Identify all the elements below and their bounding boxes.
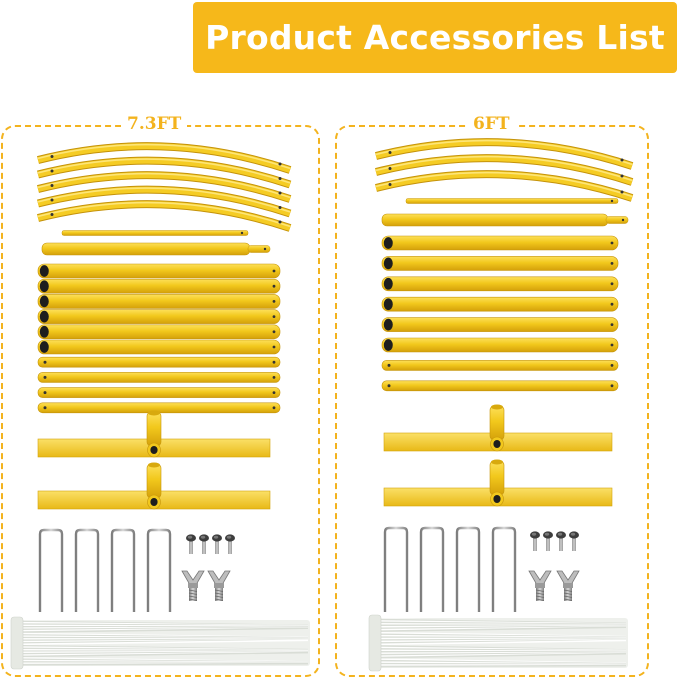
ground-stake-1-0 bbox=[383, 526, 409, 612]
straight-pole-1-6 bbox=[381, 360, 619, 371]
ground-stake-0-0 bbox=[38, 528, 64, 612]
bolt-1-1 bbox=[543, 531, 553, 551]
ground-stake-0-1 bbox=[74, 528, 100, 612]
straight-pole-0-6 bbox=[37, 356, 281, 368]
wing-nut-0-0 bbox=[181, 570, 205, 601]
banner-title: Product Accessories List bbox=[205, 18, 665, 57]
arc-pole-0-1 bbox=[37, 156, 292, 189]
title-banner: Product Accessories List bbox=[193, 2, 677, 73]
straight-pole-1-0 bbox=[381, 235, 619, 251]
arc-pole-0-3 bbox=[37, 185, 292, 218]
straight-pole-0-1 bbox=[37, 278, 281, 294]
zip-ties-1 bbox=[368, 613, 628, 672]
straight-pole-0-7 bbox=[37, 372, 281, 383]
panel-label-6ft: 6FT bbox=[467, 114, 516, 134]
stepped-pole-0 bbox=[41, 242, 271, 256]
bolt-0-1 bbox=[199, 534, 209, 554]
wing-nut-1-0 bbox=[528, 570, 552, 601]
wing-nut-1-1 bbox=[556, 570, 580, 601]
straight-pole-1-2 bbox=[381, 276, 619, 292]
stepped-pole-1 bbox=[381, 213, 629, 227]
tee-base-1-1 bbox=[383, 459, 613, 507]
arc-pole-1-2 bbox=[375, 170, 634, 202]
arc-pole-0-0 bbox=[37, 142, 292, 174]
straight-pole-0-4 bbox=[37, 324, 281, 340]
ground-stake-0-3 bbox=[146, 528, 172, 612]
bolt-1-2 bbox=[556, 531, 566, 551]
straight-pole-0-8 bbox=[37, 387, 281, 398]
panel-6ft: 6FT bbox=[335, 114, 649, 677]
panel-label-7-3ft: 7.3FT bbox=[121, 114, 188, 134]
bolt-0-3 bbox=[225, 534, 235, 554]
bolt-1-0 bbox=[530, 531, 540, 551]
straight-pole-1-1 bbox=[381, 256, 619, 271]
straight-pole-0-9 bbox=[37, 402, 281, 414]
straight-pole-0-2 bbox=[37, 294, 281, 309]
zip-ties-0 bbox=[10, 615, 310, 670]
arc-pole-1-1 bbox=[375, 154, 634, 186]
straight-pole-1-4 bbox=[381, 317, 619, 332]
bolt-0-2 bbox=[212, 534, 222, 554]
arc-pole-0-4 bbox=[37, 200, 292, 232]
ground-stake-0-2 bbox=[110, 528, 136, 612]
bolt-1-3 bbox=[569, 531, 579, 551]
wing-nut-0-1 bbox=[207, 570, 231, 601]
straight-pole-0-0 bbox=[37, 263, 281, 279]
short-pole-1 bbox=[405, 198, 619, 204]
arc-pole-0-2 bbox=[37, 171, 292, 203]
ground-stake-1-3 bbox=[491, 526, 517, 612]
ground-stake-1-2 bbox=[455, 526, 481, 612]
straight-pole-0-5 bbox=[37, 339, 281, 355]
straight-pole-1-5 bbox=[381, 337, 619, 353]
panel-7-3ft: 7.3FT bbox=[1, 114, 320, 677]
ground-stake-1-1 bbox=[419, 526, 445, 612]
tee-base-0-0 bbox=[37, 410, 271, 458]
tee-base-1-0 bbox=[383, 404, 613, 452]
tee-base-0-1 bbox=[37, 462, 271, 510]
bolt-0-0 bbox=[186, 534, 196, 554]
straight-pole-0-3 bbox=[37, 309, 281, 324]
straight-pole-1-3 bbox=[381, 296, 619, 312]
short-pole-0 bbox=[61, 230, 249, 236]
arc-pole-1-0 bbox=[375, 138, 634, 170]
straight-pole-1-7 bbox=[381, 380, 619, 392]
